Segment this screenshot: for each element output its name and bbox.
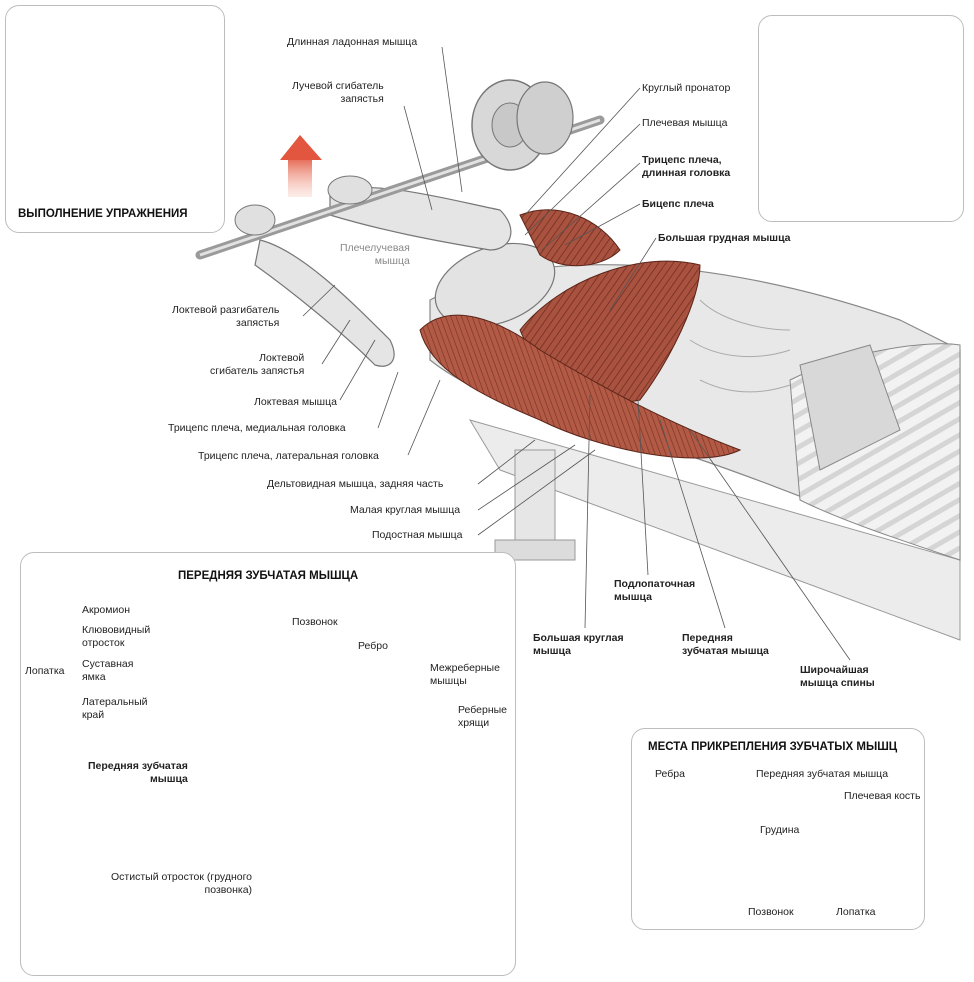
label-triceps-medial: Трицепс плеча, медиальная головка <box>168 422 346 434</box>
label-lateral-edge: Латеральный край <box>82 696 148 721</box>
label-brachialis: Плечевая мышца <box>642 117 728 129</box>
label-scapula: Лопатка <box>25 665 65 677</box>
motion-arrow <box>280 135 322 197</box>
label-sternum: Грудина <box>760 824 800 836</box>
label-brachioradialis: Плечелучевая мышца <box>340 242 410 267</box>
exercise-panel <box>5 5 225 233</box>
label-coracoid: Клювовидный отросток <box>82 624 151 649</box>
label-serratus-anterior: Передняя зубчатая мышца <box>88 760 188 785</box>
label-intercostal: Межреберные мышцы <box>430 662 500 687</box>
label-deltoid-posterior: Дельтовидная мышца, задняя часть <box>267 478 444 490</box>
serratus-panel <box>20 552 516 976</box>
label-vertebra-section: Позвонок <box>748 906 794 918</box>
muscle-figures-panel <box>758 15 964 222</box>
attachment-panel-title: МЕСТА ПРИКРЕПЛЕНИЯ ЗУБЧАТЫХ МЫШЦ <box>648 741 898 753</box>
label-pronator-teres: Круглый пронатор <box>642 82 731 94</box>
label-costal-cartilage: Реберные хрящи <box>458 704 508 729</box>
label-glenoid: Суставная ямка <box>82 658 134 683</box>
label-triceps-long: Трицепс плеча, длинная головка <box>642 154 731 179</box>
label-teres-minor: Малая круглая мышца <box>350 504 461 516</box>
bench-drawing <box>468 419 961 641</box>
label-teres-major: Большая круглая мышца <box>533 632 624 657</box>
label-biceps: Бицепс плеча <box>642 198 714 210</box>
label-vertebra: Позвонок <box>292 616 338 628</box>
attachment-panel <box>631 728 925 930</box>
label-spinous-process: Остистый отросток (грудного позвонка) <box>111 871 253 896</box>
barbell-drawing <box>195 79 605 260</box>
label-subscapularis: Подлопаточная мышца <box>614 578 696 603</box>
label-latissimus: Широчайшая мышца спины <box>800 664 875 689</box>
label-palmaris-longus: Длинная ладонная мышца <box>287 36 418 48</box>
label-rib: Ребро <box>358 640 388 652</box>
label-flexor-carpi-ulnaris: Локтевой сгибатель запястья <box>210 352 305 377</box>
label-triceps-lateral: Трицепс плеча, латеральная головка <box>198 450 379 462</box>
label-extensor-carpi-ulnaris: Локтевой разгибатель запястья <box>172 304 280 329</box>
main-pointer-lines <box>302 46 851 661</box>
exercise-panel-title: ВЫПОЛНЕНИЕ УПРАЖНЕНИЯ <box>18 208 188 220</box>
label-serratus-anterior-main: Передняя зубчатая мышца <box>682 632 769 657</box>
label-ribs: Ребра <box>655 768 685 780</box>
label-scapula-section: Лопатка <box>836 906 876 918</box>
label-flexor-carpi-radialis: Лучевой сгибатель запястья <box>292 80 384 105</box>
label-humerus: Плечевая кость <box>844 790 921 802</box>
label-acromion: Акромион <box>82 604 130 616</box>
label-anconeus: Локтевая мышца <box>254 396 337 408</box>
label-serratus-attachment: Передняя зубчатая мышца <box>756 768 889 780</box>
label-infraspinatus: Подостная мышца <box>372 529 463 541</box>
label-pectoralis-major: Большая грудная мышца <box>658 232 791 244</box>
body-drawing <box>254 186 961 561</box>
serratus-panel-title: ПЕРЕДНЯЯ ЗУБЧАТАЯ МЫШЦА <box>178 570 359 582</box>
